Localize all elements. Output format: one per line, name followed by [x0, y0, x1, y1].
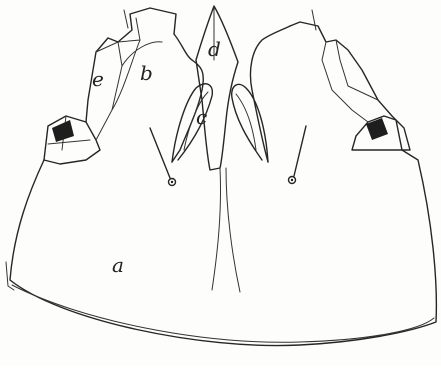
right-appendage-outer — [290, 22, 410, 150]
label-e: e — [92, 67, 104, 91]
right-appendage-bristle — [312, 10, 316, 30]
right-appendage-segment-line-2 — [336, 40, 378, 100]
label-a: a — [112, 253, 124, 277]
right-seta-socket-center — [291, 179, 293, 181]
body-plate-lower-edge — [12, 285, 434, 342]
median-suture — [212, 168, 240, 292]
left-appendage-bristle — [124, 10, 128, 28]
label-b: b — [140, 61, 153, 85]
left-appendage-dark-segment — [52, 120, 74, 142]
label-d: d — [208, 37, 221, 61]
left-seta — [150, 128, 170, 178]
right-seta — [294, 126, 306, 176]
left-seta-socket-center — [171, 181, 173, 183]
right-mandible-outline — [250, 26, 290, 162]
left-appendage-segment-line-2 — [96, 42, 122, 140]
right-appendage-segment-line-1 — [322, 42, 368, 122]
label-c: c — [196, 105, 207, 129]
body-plate-outline — [10, 150, 436, 346]
